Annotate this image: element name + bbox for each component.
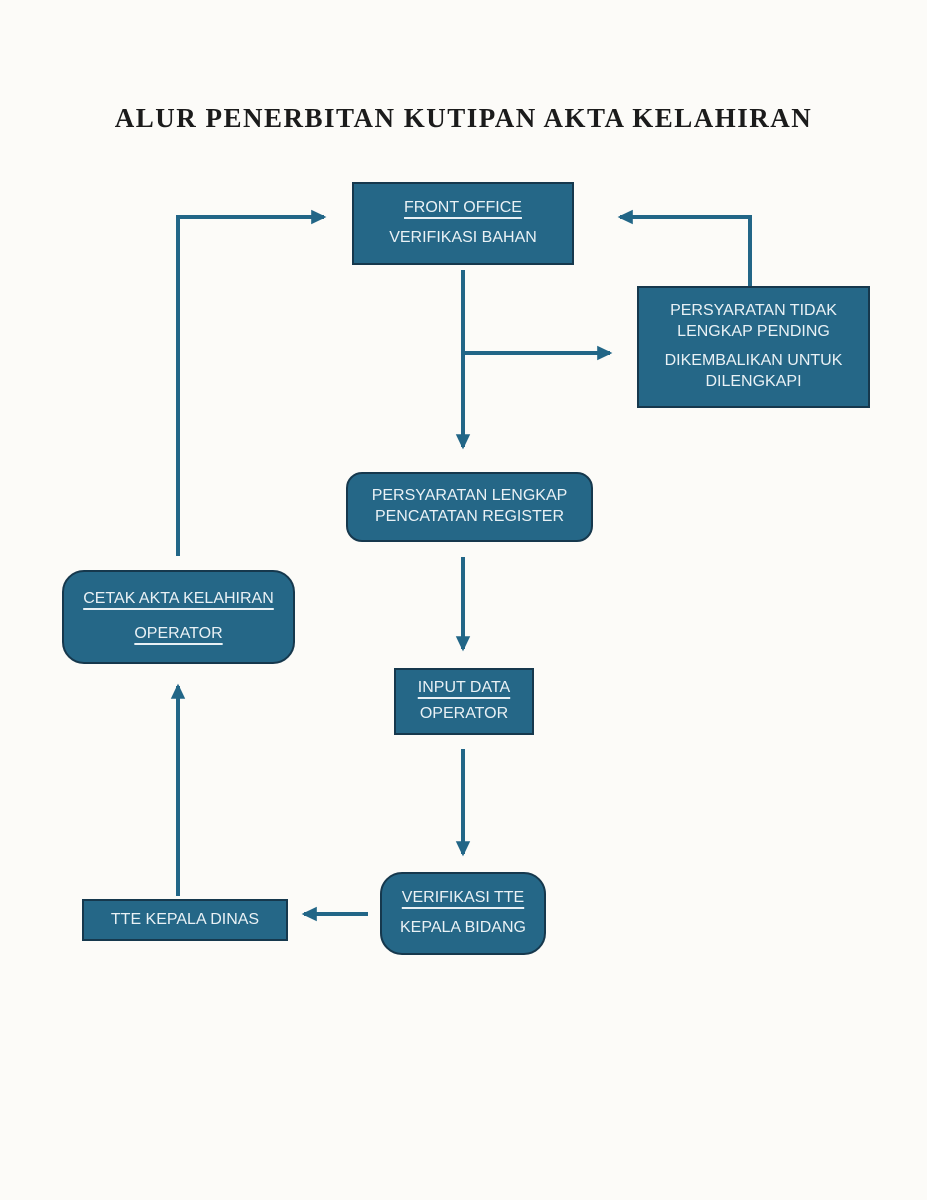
node-persyaratan-tidak-lengkap-text-top: PERSYARATAN TIDAK LENGKAP PENDING [670,301,837,340]
node-verifikasi-tte: VERIFIKASI TTE KEPALA BIDANG [380,872,546,955]
node-verifikasi-tte-title: VERIFIKASI TTE [401,888,525,906]
node-persyaratan-lengkap-text: PERSYARATAN LENGKAP PENCATATAN REGISTER [371,487,568,525]
node-front-office: FRONT OFFICE VERIFIKASI BAHAN [352,182,574,265]
node-input-data-title: INPUT DATA [417,679,511,697]
node-front-office-subtitle: VERIFIKASI BAHAN [389,229,537,247]
page-title: ALUR PENERBITAN KUTIPAN AKTA KELAHIRAN [114,103,813,133]
node-tte-kepala-dinas-title: TTE KEPALA DINAS [110,910,260,928]
node-front-office-title: FRONT OFFICE [404,198,522,216]
edge-cetak-to-front-office-arrow [176,209,327,556]
node-input-data: INPUT DATA OPERATOR [394,668,534,735]
node-persyaratan-lengkap: PERSYARATAN LENGKAP PENCATATAN REGISTER [346,472,593,542]
node-persyaratan-tidak-lengkap: PERSYARATAN TIDAK LENGKAP PENDING DIKEMB… [637,286,870,408]
node-cetak-akta-operator: CETAK AKTA KELAHIRAN OPERATOR [62,570,295,664]
node-input-data-subtitle: OPERATOR [419,704,509,722]
node-tte-kepala-dinas: TTE KEPALA DINAS [82,899,288,941]
node-cetak-akta-subtitle: OPERATOR [134,624,223,642]
node-verifikasi-tte-subtitle: KEPALA BIDANG [400,919,526,937]
node-persyaratan-tidak-lengkap-text-bottom: DIKEMBALIKAN UNTUK DILENGKAPI [664,352,843,391]
node-cetak-akta-title: CETAK AKTA KELAHIRAN [83,590,274,608]
edge-persyaratan-tidak-to-front-office-arrow [617,209,752,287]
